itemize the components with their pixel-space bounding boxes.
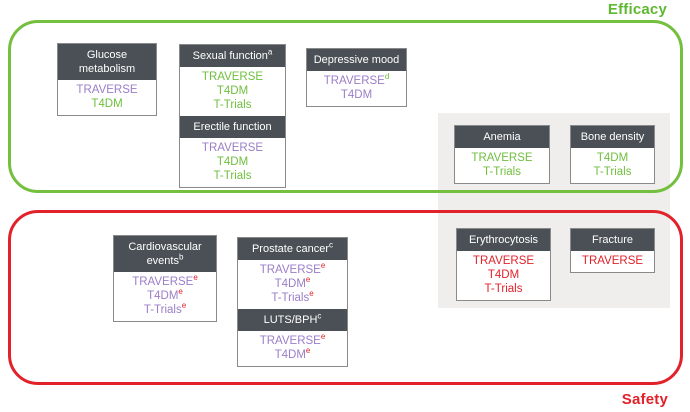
footnote-marker: b [178,252,184,262]
trial-item: T4DMe [274,346,311,361]
box-fracture-trials: TRAVERSE [571,251,654,272]
box-erectile-trials: TRAVERSE T4DM T-Trials [180,138,285,187]
safety-label: Safety [621,391,668,408]
box-luts-trials: TRAVERSEe T4DMe [238,331,347,366]
footnote-marker: e [320,261,326,271]
trial-item: T4DM [487,269,520,281]
box-depressive-title: Depressive mood [307,49,406,71]
trial-item: T4DM [91,98,123,110]
trial-item: TRAVERSE [581,255,644,267]
trial-item: T-Trialse [271,289,314,304]
trial-item: T4DM [340,89,373,101]
footnote-marker: e [320,332,326,342]
trial-item: TRAVERSE [472,255,535,267]
trial-item: TRAVERSE [76,84,138,96]
box-prostate-trials: TRAVERSEe T4DMe T-Trialse [238,260,347,309]
footnote-marker: e [178,287,183,297]
box-depressive-trials: TRAVERSEd T4DM [307,71,406,106]
box-glucose-trials: TRAVERSE T4DM [58,80,156,115]
trial-item: TRAVERSEe [132,273,198,288]
box-anemia-trials: TRAVERSE T-Trials [455,148,549,183]
box-anemia: Anemia TRAVERSE T-Trials [454,125,550,184]
trial-item: TRAVERSEd [323,72,390,87]
trial-item: TRAVERSE [201,71,264,83]
box-erythro-trials: TRAVERSE T4DM T-Trials [457,251,550,300]
footnote-marker: d [384,72,390,82]
box-prostate-title: Prostate cancerc [238,238,347,260]
box-fracture: Fracture TRAVERSE [570,228,655,273]
box-erythrocytosis: Erythrocytosis TRAVERSE T4DM T-Trials [456,228,551,301]
trial-item: T-Trials [213,99,252,111]
box-sexual-trials: TRAVERSE T4DM T-Trials [180,67,285,116]
footnote-marker: a [267,47,273,57]
box-glucose-title: Glucose metabolism [58,44,156,80]
box-glucose-metabolism: Glucose metabolism TRAVERSE T4DM [57,43,157,116]
footnote-marker: c [329,240,334,250]
trial-item: TRAVERSEe [259,261,326,276]
box-erythro-title: Erythrocytosis [457,229,550,251]
trial-item: TRAVERSEe [259,332,326,347]
trial-item: T4DM [216,85,249,97]
footnote-marker: e [181,301,187,311]
trial-item: TRAVERSE [201,142,264,154]
efficacy-label: Efficacy [607,1,667,18]
box-fracture-title: Fracture [571,229,654,251]
box-luts-title: LUTS/BPHc [238,309,347,331]
box-bone-trials: T4DM T-Trials [571,148,654,183]
footnote-marker: c [317,311,322,321]
box-cardiovascular-events: Cardiovascular eventsb TRAVERSEe T4DMe T… [113,235,217,322]
box-cardio-trials: TRAVERSEe T4DMe T-Trialse [114,272,216,321]
trial-item: T4DM [596,152,629,164]
box-prostate-luts: Prostate cancerc TRAVERSEe T4DMe T-Trial… [237,237,348,367]
box-sexual-erectile-function: Sexual functiona TRAVERSE T4DM T-Trials … [179,44,286,188]
trial-item: T-Trials [484,283,523,295]
box-erectile-title: Erectile function [180,116,285,138]
box-bone-density: Bone density T4DM T-Trials [570,125,655,184]
trial-item: T-Trials [213,170,252,182]
trial-item: TRAVERSE [471,152,533,164]
trial-item: T4DMe [274,275,311,290]
trial-item: T4DMe [147,287,183,302]
box-bone-title: Bone density [571,126,654,148]
footnote-marker: e [309,289,314,299]
footnote-marker: e [305,346,311,356]
box-anemia-title: Anemia [455,126,549,148]
trial-item: T-Trialse [143,301,187,316]
box-cardio-title: Cardiovascular eventsb [114,236,216,272]
efficacy-outline [8,20,683,193]
box-depressive-mood: Depressive mood TRAVERSEd T4DM [306,48,407,107]
trial-item: T4DM [216,156,249,168]
footnote-marker: e [305,275,311,285]
footnote-marker: e [193,273,198,283]
trial-item: T-Trials [483,166,521,178]
safety-outline [8,210,683,385]
box-sexual-title: Sexual functiona [180,45,285,67]
trial-item: T-Trials [593,166,632,178]
